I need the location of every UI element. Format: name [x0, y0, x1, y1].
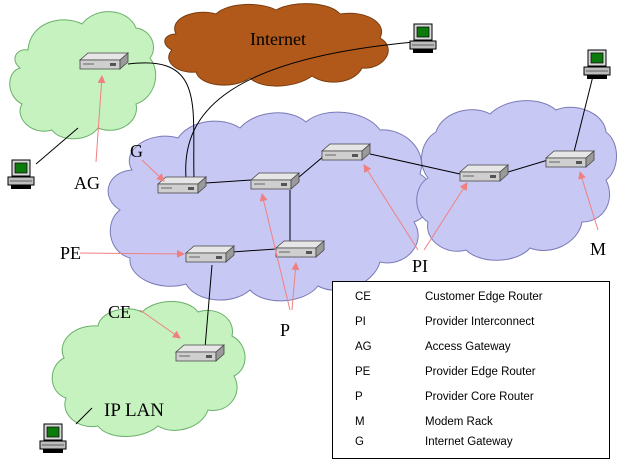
pointer-arrows	[79, 75, 599, 339]
m-label: M	[590, 239, 606, 259]
customer-edge-router	[175, 344, 225, 362]
legend-row: G Internet Gateway	[333, 436, 609, 456]
legend-row: P Provider Core Router	[333, 391, 609, 411]
internet-cloud-label: Internet	[250, 29, 306, 49]
legend-abbr: AG	[355, 341, 372, 353]
ce-label: CE	[108, 302, 131, 322]
ag-label: AG	[74, 173, 100, 193]
legend-abbr: PE	[355, 366, 371, 378]
modem-rack-router	[545, 150, 595, 168]
p-label: P	[280, 320, 290, 340]
lan-user-computer-icon	[39, 423, 67, 454]
legend-row: PE Provider Edge Router	[333, 366, 609, 386]
core-router-1	[250, 172, 300, 190]
interconnect-router-right-cloud	[459, 164, 509, 182]
access-gateway-router	[79, 52, 129, 70]
g-label: G	[130, 141, 143, 161]
internet-host-computer-icon	[409, 23, 437, 54]
modem-user-computer-icon	[583, 49, 611, 80]
access-user-computer-icon	[7, 159, 35, 190]
legend-abbr: P	[355, 391, 363, 403]
legend-desc: Provider Core Router	[425, 391, 534, 403]
ip-lan-cloud	[51, 301, 246, 437]
access-cloud-ag	[9, 11, 157, 140]
legend-row: CE Customer Edge Router	[333, 291, 609, 311]
modem-rack-cloud	[416, 100, 617, 261]
legend-desc: Customer Edge Router	[425, 291, 543, 303]
legend-desc: Provider Edge Router	[425, 366, 536, 378]
legend-desc: Access Gateway	[425, 341, 511, 353]
ip-lan-cloud-label: IP LAN	[104, 400, 164, 421]
legend-row: PI Provider Interconnect	[333, 316, 609, 336]
links	[35, 41, 595, 425]
pe-label: PE	[60, 243, 81, 263]
legend-row: AG Access Gateway	[333, 341, 609, 361]
legend-row: M Modem Rack	[333, 416, 609, 436]
legend-abbr: G	[355, 436, 364, 448]
legend: CE Customer Edge Router PI Provider Inte…	[332, 281, 610, 459]
pi-label: PI	[412, 256, 428, 276]
interconnect-router-left-cloud	[321, 143, 371, 161]
legend-desc: Provider Interconnect	[425, 316, 535, 328]
provider-cloud	[107, 111, 434, 302]
legend-abbr: PI	[355, 316, 366, 328]
internet-cloud	[164, 3, 389, 87]
internet-gateway-router	[157, 176, 207, 194]
provider-edge-router	[185, 245, 235, 263]
legend-desc: Internet Gateway	[425, 436, 513, 448]
legend-abbr: M	[355, 416, 365, 428]
legend-abbr: CE	[355, 291, 371, 303]
core-router-2	[275, 240, 325, 258]
legend-desc: Modem Rack	[425, 416, 493, 428]
